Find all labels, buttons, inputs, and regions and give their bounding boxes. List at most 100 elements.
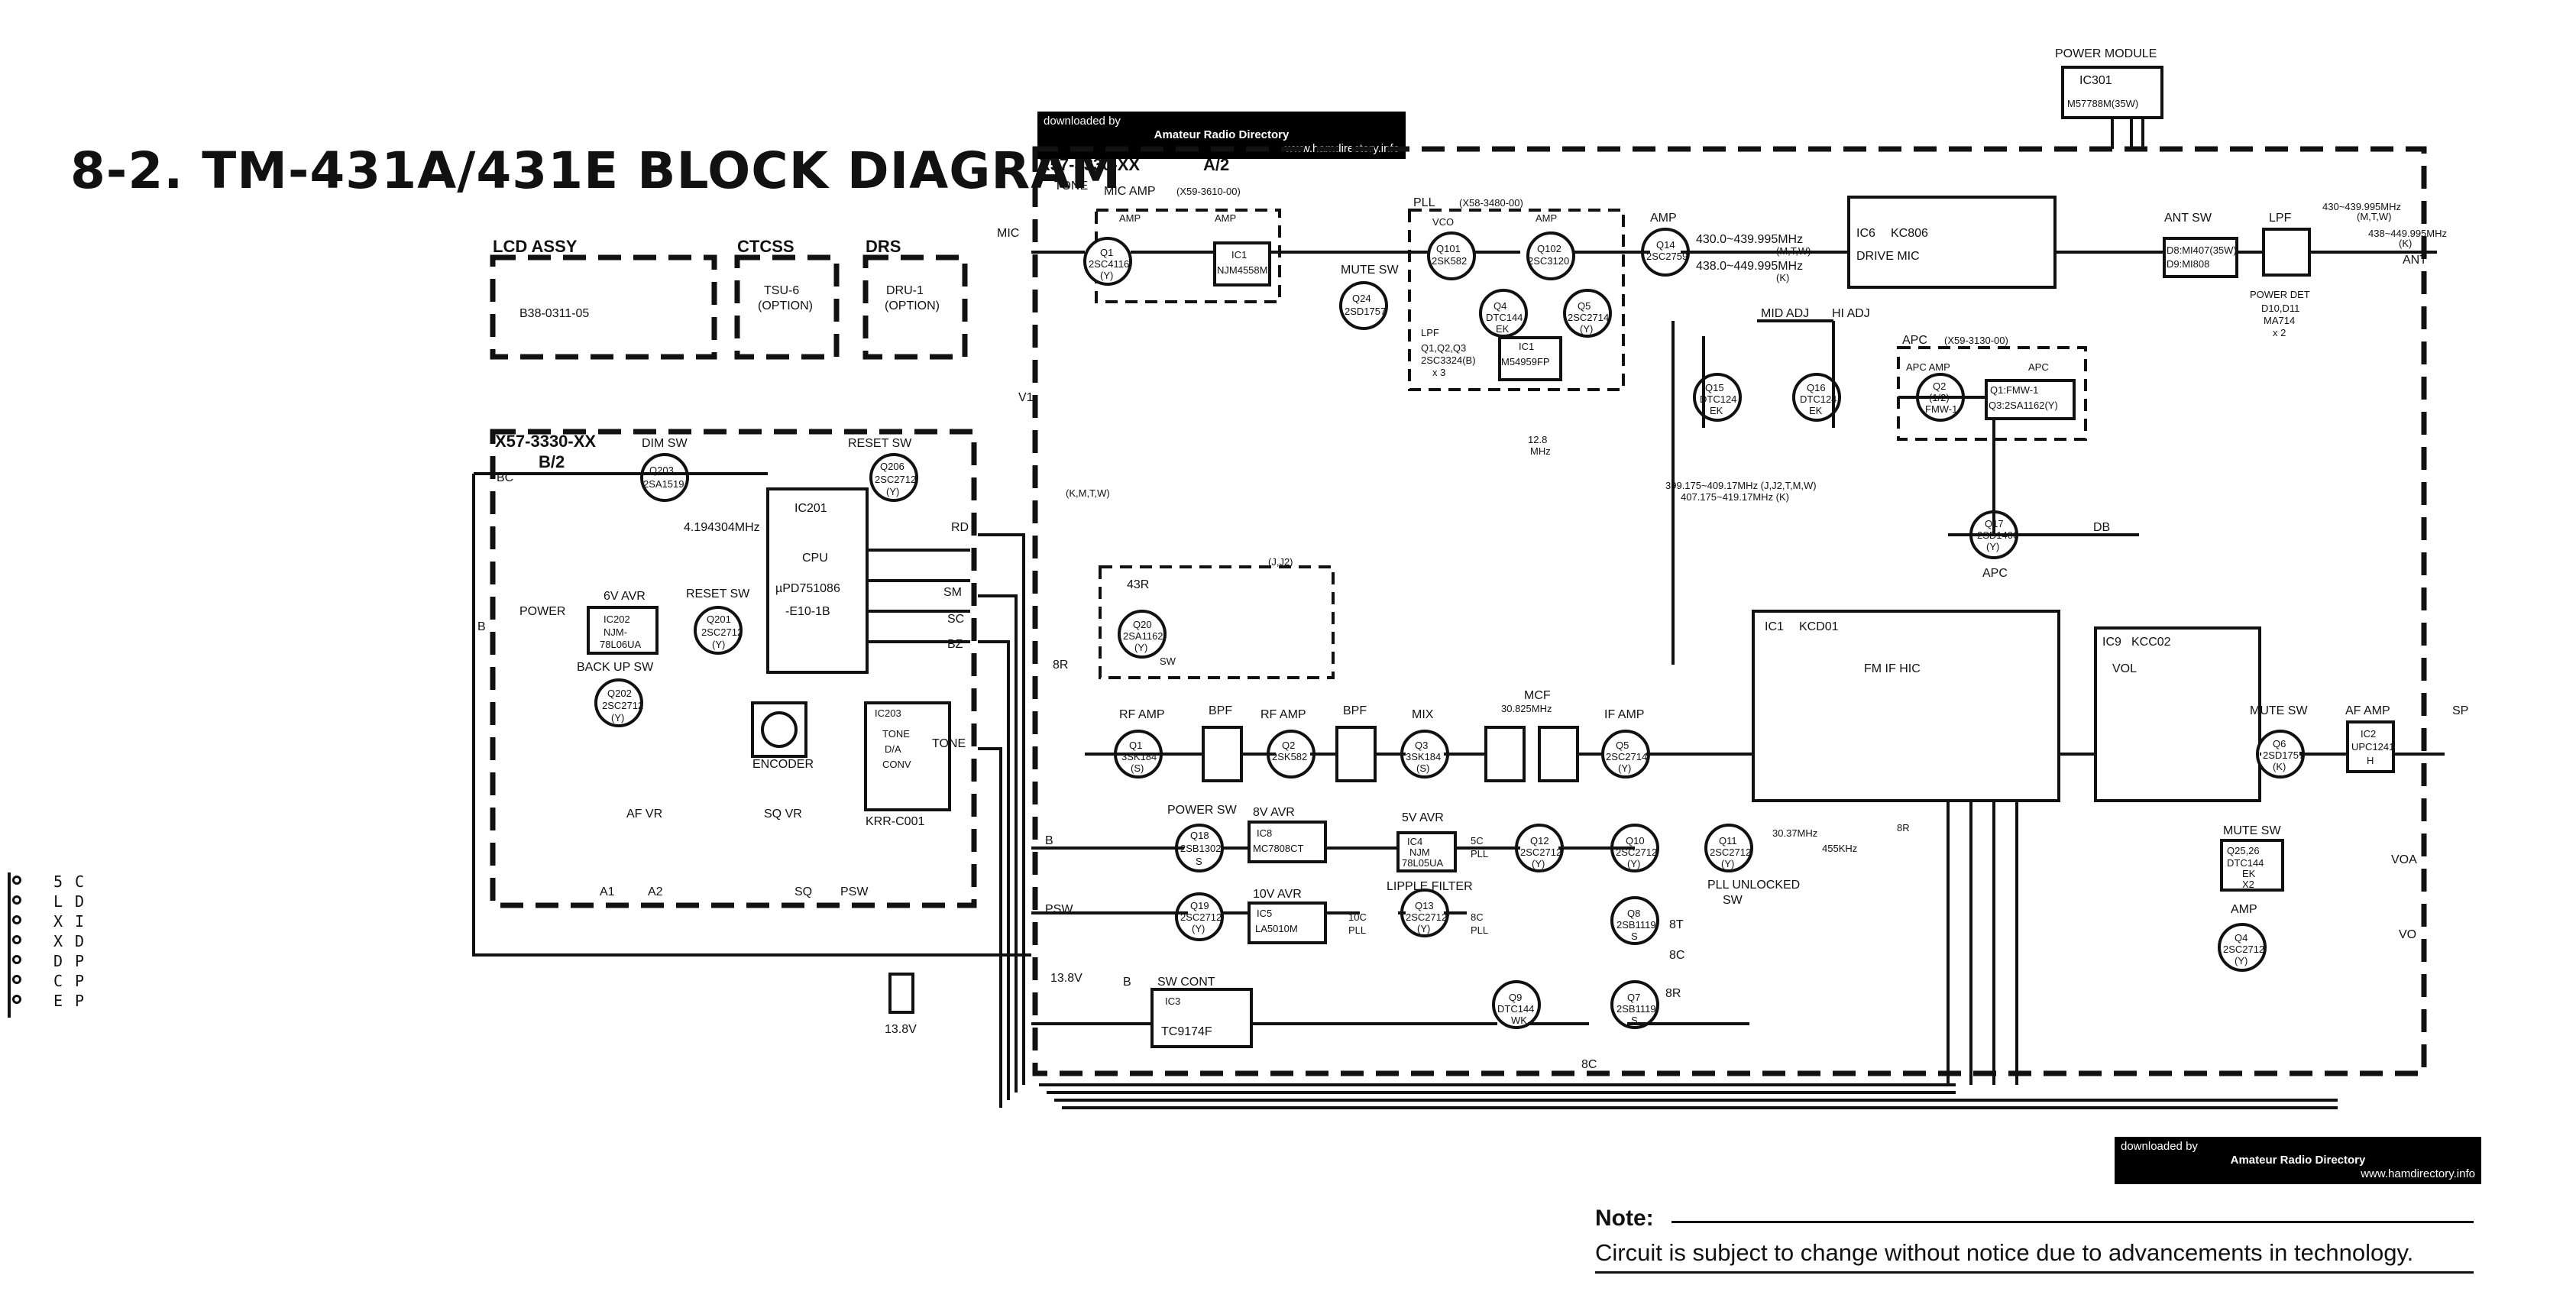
connector-label-right: P [75,952,85,970]
connector-pin-icon [12,935,21,944]
label-cpu-ic: IC201 [794,502,827,515]
label-amp: AMP [1650,212,1677,225]
connector-pin-icon [12,995,21,1004]
label-ma: MA714 [2264,315,2295,326]
apc-q1-box [1985,379,2076,420]
dc-jack-box [888,973,914,1014]
q11-transistor-icon [1704,824,1753,872]
label-ic6-pn: KC806 [1891,227,1928,240]
ic1-mic-box [1213,241,1271,286]
label-sig-a2: A2 [648,885,663,898]
apc-out [1948,419,2139,536]
ic4-box [1396,831,1457,872]
label-q18-s: S [1196,856,1202,867]
label-sig-bz: BZ [947,638,963,651]
label-ic2: IC2 [2361,728,2376,740]
q203-transistor-icon [640,453,689,502]
note-rule [1671,1221,2474,1223]
connector-label-right: I [75,912,85,931]
label-out-freq1b: (M,T,W) [2357,211,2391,222]
mcf2-box [1538,726,1579,782]
label-q18-pn: 2SB1302 [1180,843,1222,854]
label-unit-b-sub: B/2 [539,452,565,471]
label-mcf-f: 30.825MHz [1501,703,1552,714]
label-q102-pn: 2SC3120 [1528,255,1569,267]
connector-pin-icon [12,876,21,885]
connector-label-right: P [75,992,85,1010]
label-q8: Q8 [1627,908,1640,919]
ic203-box [864,701,951,811]
label-q5-p: Q5 [1578,300,1591,312]
label-q1-r-pn: 3SK184 [1121,751,1157,762]
label-amp: AMP [1215,212,1236,224]
label-q7-pn: 2SB1119 [1616,1003,1656,1015]
label-lpf-x3: x 3 [1432,367,1445,378]
label-q206-y: (Y) [886,486,899,497]
label-reset-sw: RESET SW [848,437,912,450]
label-sq-vr: SQ VR [764,808,802,821]
label-q5-r-pn: 2SC2714 [1606,751,1647,762]
label-q4-p-pn: DTC144 [1486,312,1523,323]
label-avr8: 8V AVR [1253,806,1295,819]
label-apc-lbl: APC [1982,567,2008,580]
interunit-bus [978,533,1025,1108]
label-q2526-x: X2 [2242,879,2254,890]
label-q202-pn: 2SC2712 [602,700,643,711]
label-q2-r: Q2 [1282,740,1295,751]
label-encoder: ENCODER [752,758,814,771]
q1-mic-transistor-icon [1083,237,1132,286]
label-af-amp: AF AMP [2345,704,2390,717]
label-q11-pn: 2SC2712 [1710,846,1751,858]
label-amp: AMP [1536,212,1557,224]
label-x3037: 30.37MHz [1772,827,1817,839]
label-vfreq2: 407.175~419.17MHz (K) [1681,491,1789,503]
label-out-freq2b: (K) [2399,238,2412,249]
label-q20-pn: 2SA1162 [1123,630,1163,642]
label-q101-pn: 2SK582 [1432,255,1467,267]
q102-transistor-icon [1526,231,1575,280]
label-x455: 455KHz [1822,843,1857,854]
label-sp: SP [2452,704,2468,717]
label-q14-pn: 2SC2759 [1646,251,1688,262]
watermark-line1: downloaded by [2121,1140,2198,1153]
q206-transistor-icon [869,453,918,502]
label-vfreq1: 399.175~409.17MHz (J,J2,T,M,W) [1665,480,1817,491]
label-q12-y: (Y) [1532,858,1545,869]
ic5-box [1248,902,1327,944]
label-q16: Q16 [1807,382,1826,393]
label-q24-pn: 2SD1757 [1345,306,1386,317]
label-sig-sc: SC [947,613,964,626]
label-ic2-pn: UPC1241 [2351,741,2394,753]
label-out-freq2: 438~449.995MHz [2368,228,2447,239]
label-ic8: IC8 [1257,827,1272,839]
if-bus [1947,801,2018,1085]
q4-af-transistor-icon [2218,923,2267,972]
label-lcd: LCD ASSY [493,237,578,256]
label-sig-a1: A1 [600,885,615,898]
label-q6-pn: 2SD1757 [2263,749,2304,761]
watermark-bottom: downloaded by Amateur Radio Directory ww… [2115,1137,2481,1184]
label-mcf: MCF [1524,689,1551,702]
page-title: 8-2. TM-431A/431E BLOCK DIAGRAM [70,141,1122,200]
label-sig-rd: RD [951,521,969,534]
label-mic: MIC [997,227,1019,240]
watermark-line2: Amateur Radio Directory [1154,128,1290,141]
label-unit-a: X57-3330-XX [1039,155,1140,174]
label-q6-k: (K) [2273,761,2286,772]
label-af-vr: AF VR [626,808,662,821]
encoder-box [751,701,807,758]
label-apc-sub: (X59-3130-00) [1944,335,2008,346]
label-q7: Q7 [1627,992,1640,1003]
label-tone-lbl: TONE [1054,180,1088,193]
label-q13: Q13 [1415,900,1434,911]
connector-label-left: X [53,932,63,950]
label-amp: AMP [1119,212,1141,224]
connector-label-left: 5 [53,872,63,891]
label-mute-sw: MUTE SW [2250,704,2308,717]
label-q1-r: Q1 [1129,740,1142,751]
label-ic5-pn: LA5010M [1255,923,1298,934]
label-q24: Q24 [1352,293,1371,304]
